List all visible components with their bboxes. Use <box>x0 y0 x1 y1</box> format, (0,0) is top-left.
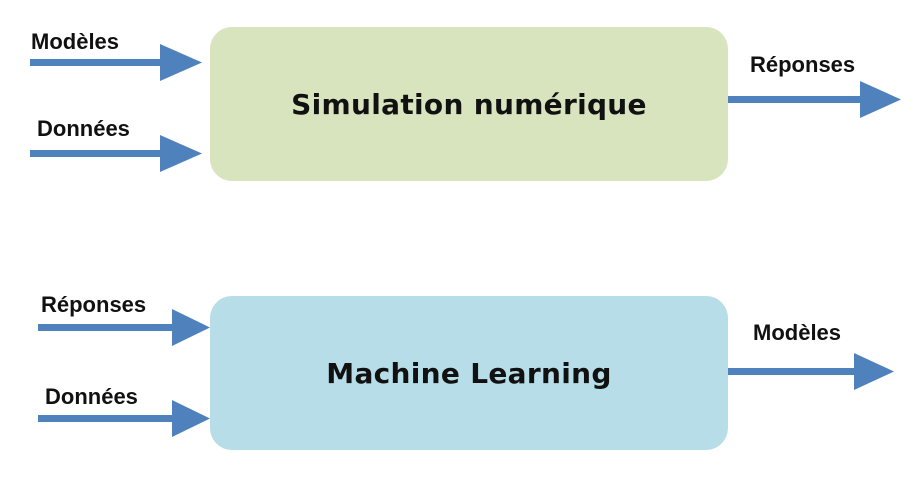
simulation-input-label-donnees: Données <box>37 116 130 141</box>
simulation-output-label-reponses: Réponses <box>750 52 856 77</box>
simulation-numerique-title: Simulation numérique <box>291 87 647 121</box>
arrow-ml-input-donnees <box>38 400 210 437</box>
arrow-ml-output-modeles <box>722 353 894 390</box>
arrow-simulation-output-reponses <box>728 81 901 118</box>
simulation-numerique-box: Simulation numérique <box>210 27 728 181</box>
arrow-simulation-input-donnees <box>30 135 202 172</box>
simulation-input-label-modeles: Modèles <box>31 29 120 54</box>
machine-learning-box: Machine Learning <box>210 296 728 450</box>
ml-output-label-modeles: Modèles <box>753 320 842 345</box>
arrow-ml-input-reponses <box>38 309 210 346</box>
arrow-simulation-input-modeles <box>30 44 202 81</box>
ml-input-label-reponses: Réponses <box>41 292 147 317</box>
machine-learning-title: Machine Learning <box>326 356 612 390</box>
ml-input-label-donnees: Données <box>45 384 138 409</box>
